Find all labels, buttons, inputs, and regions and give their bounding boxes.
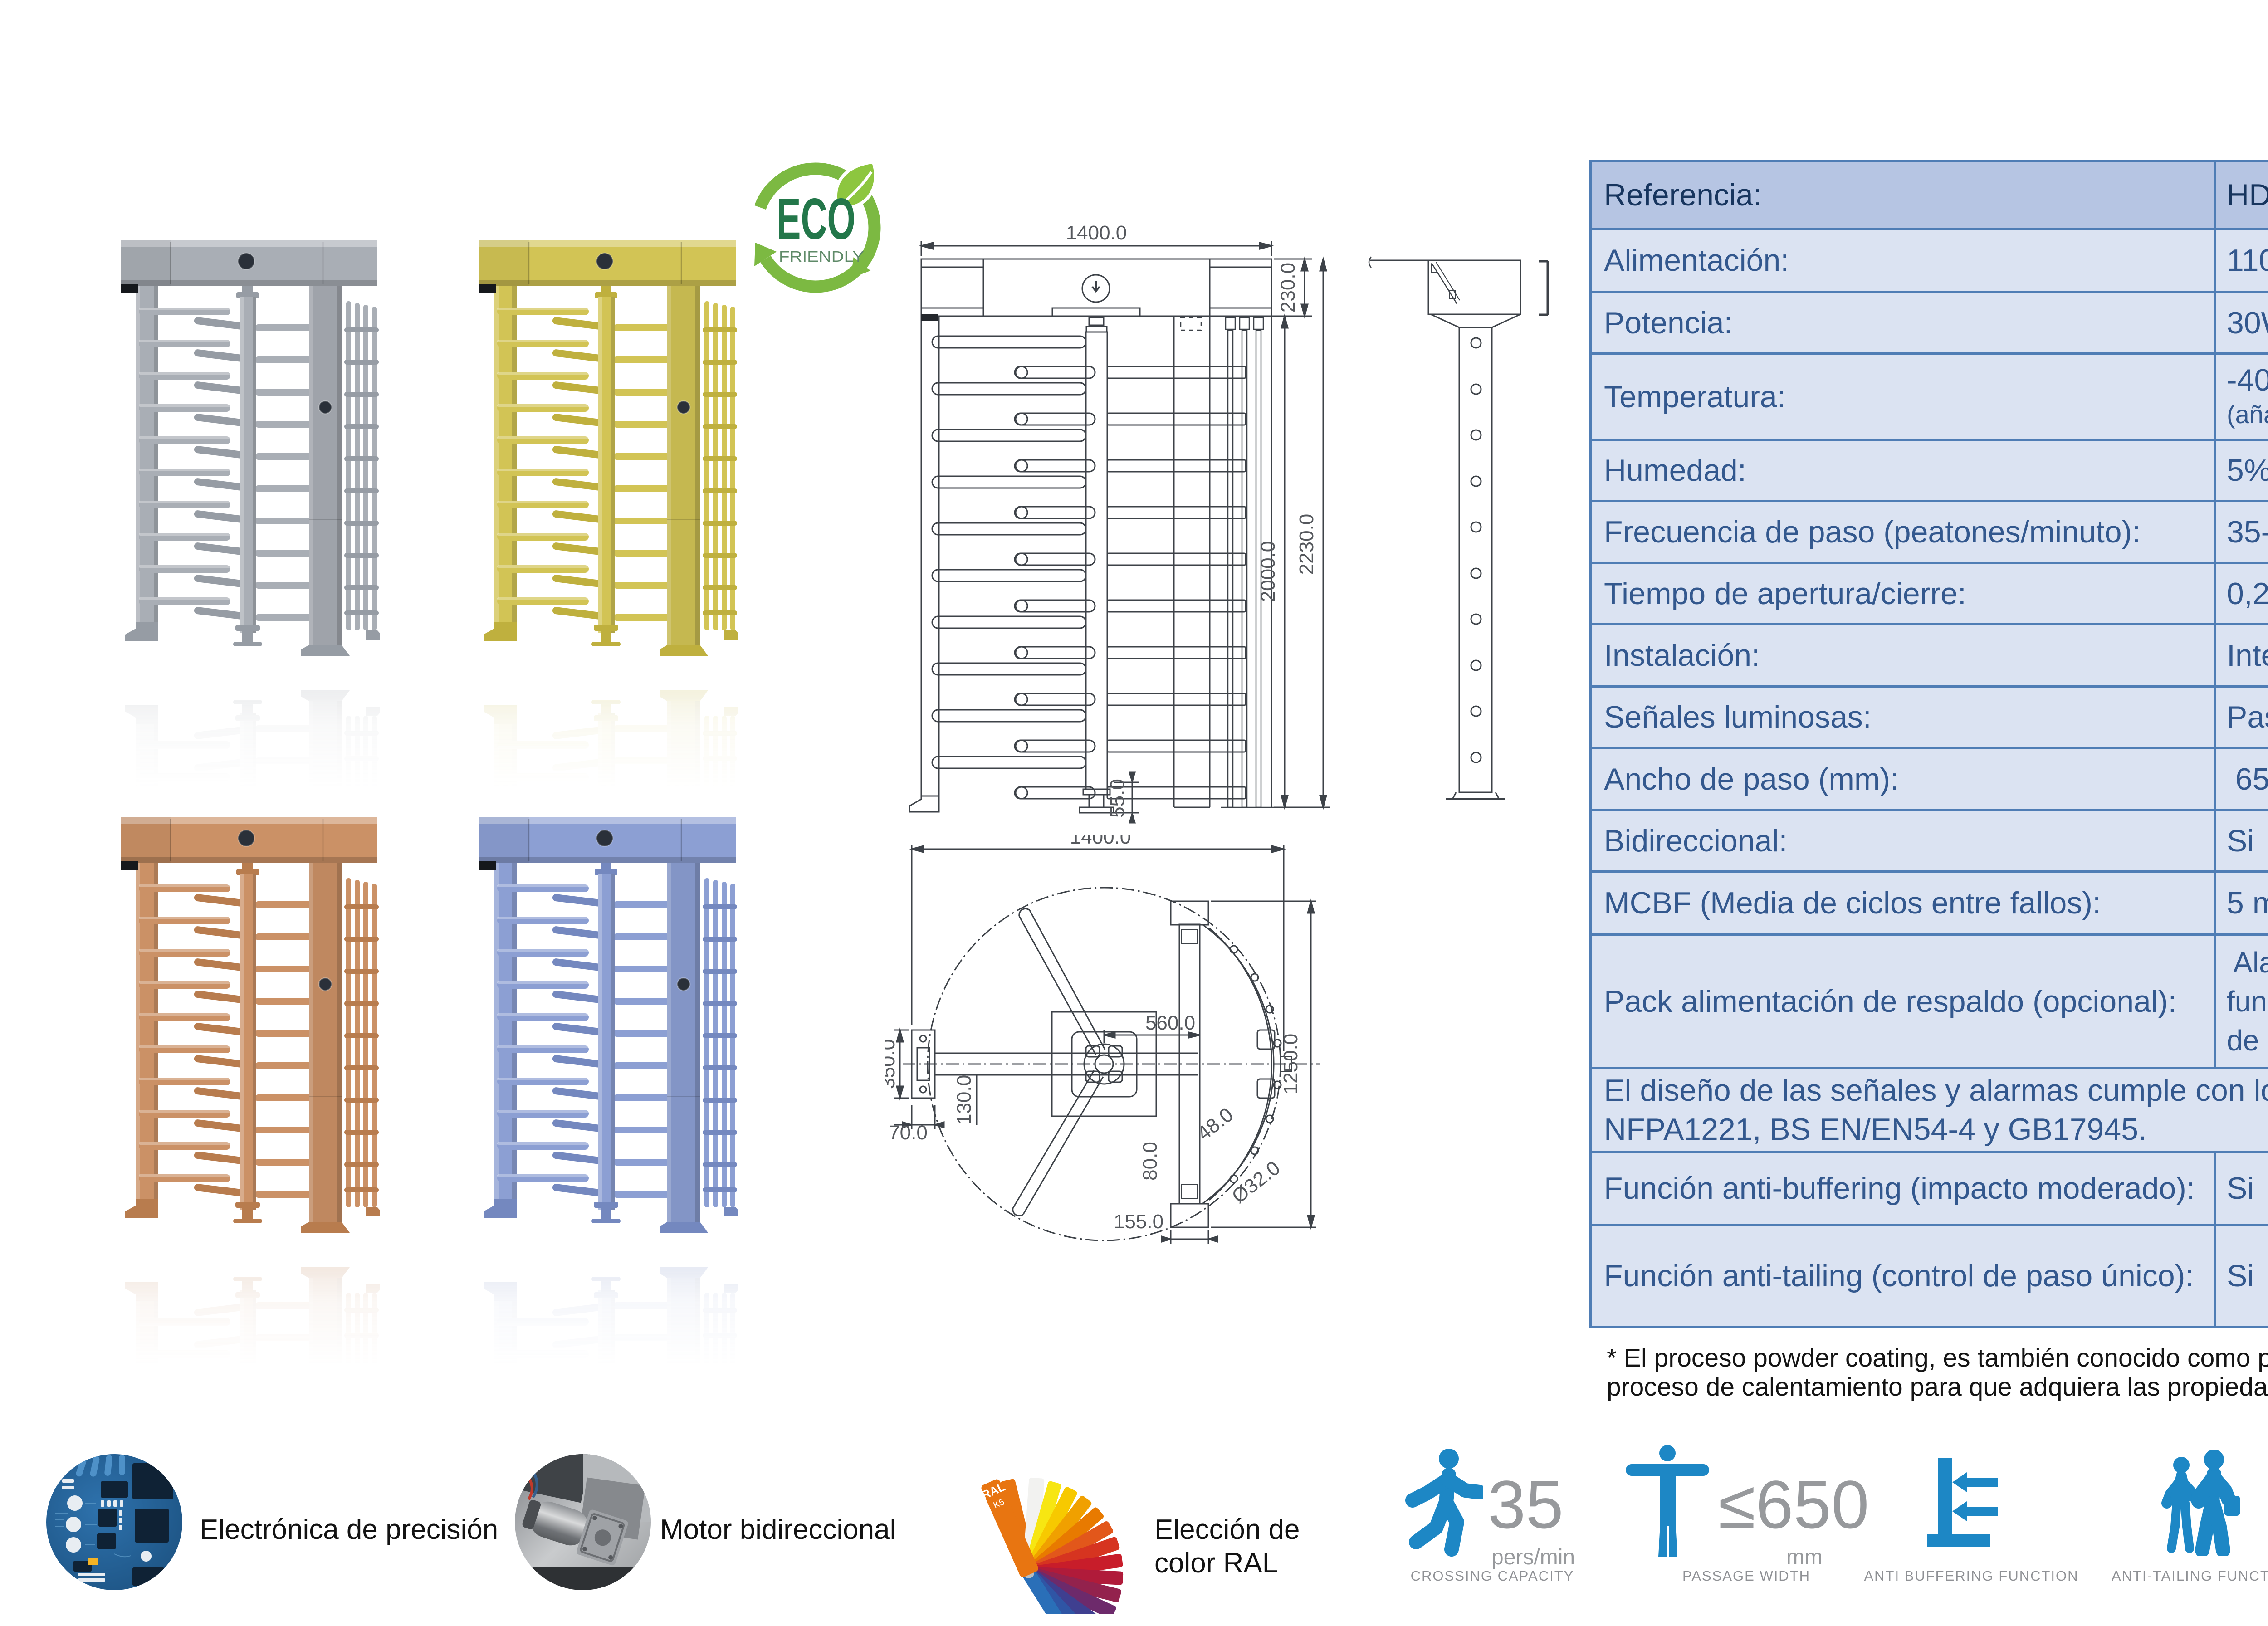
dim-plan-1250: 1250.0 [1280, 1034, 1302, 1095]
spec-value: 110-220 VCA ±10%, 50 Hz [2214, 230, 2268, 291]
product-photo-turnstile-copper [121, 816, 380, 1378]
spec-label: Humedad: [1604, 453, 1746, 488]
dim-plan-70: 70.0 [889, 1122, 928, 1144]
spec-label: Señales luminosas: [1604, 700, 1872, 734]
table-row: Frecuencia de paso (peatones/minuto): 35… [1592, 500, 2268, 562]
passage-width-value: ≤650 [1718, 1466, 1869, 1543]
feature-label-electronics: Electrónica de precisión [200, 1514, 499, 1545]
table-row: MCBF (Media de ciclos entre fallos): 5 m… [1592, 870, 2268, 933]
table-row: Bidireccional: Si [1592, 809, 2268, 870]
dim-plan-width: 1400.0 [1070, 835, 1131, 848]
table-row: Referencia: HDI1000PC [1592, 162, 2268, 228]
drawing-plan-view: 1400.0 560.0 350.0 130.0 70.0 1250.0 48.… [885, 835, 1320, 1244]
capability-caption: CROSSING CAPACITY [1410, 1568, 1574, 1584]
drawing-side-view [1368, 256, 1549, 800]
dim-plan-130: 130.0 [953, 1075, 975, 1125]
dim-plan-80: 80.0 [1139, 1142, 1161, 1181]
spec-value: 0,2 segundos. [2214, 564, 2268, 623]
anti-tailing-icon [2161, 1450, 2240, 1556]
capability-anti-tailing: ANTI-TAILING FUNCTION [2096, 1442, 2268, 1601]
dim-front-total-height: 2230.0 [1295, 514, 1318, 575]
dim-plan-350: 350.0 [885, 1039, 899, 1089]
drawing-front-view: 1400.0 230.0 2000.0 2230.0 55.0 [909, 222, 1330, 824]
spec-label: Ancho de paso (mm): [1604, 762, 1899, 796]
spec-label: Referencia: [1604, 178, 1762, 212]
table-row: El diseño de las señales y alarmas cumpl… [1592, 1067, 2268, 1151]
dim-plan-155: 155.0 [1114, 1211, 1163, 1233]
ral-color-fan: RAL K5 [979, 1477, 1124, 1614]
spec-value: 30W (24V) [2214, 293, 2268, 352]
table-row: Función anti-tailing (control de paso ún… [1592, 1224, 2268, 1326]
capability-caption: ANTI-TAILING FUNCTION [2112, 1568, 2268, 1584]
spec-label: MCBF (Media de ciclos entre fallos): [1604, 886, 2101, 920]
dim-front-header: 230.0 [1277, 263, 1299, 313]
spec-value: -40°C - 80°C(añadiendo el sistema de con… [2214, 355, 2268, 439]
dim-front-width-top: 1400.0 [1066, 222, 1127, 244]
capability-passage-width: ≤650 mm PASSAGE WIDTH [1606, 1442, 1887, 1601]
spec-label: Pack alimentación de respaldo (opcional)… [1604, 984, 2177, 1019]
spec-note: El diseño de las señales y alarmas cumpl… [1604, 1073, 2268, 1147]
spec-label: Instalación: [1604, 638, 1760, 673]
eco-friendly-badge: ECO FRIENDLY [754, 160, 881, 293]
spec-label: Función anti-tailing (control de paso ún… [1604, 1259, 2194, 1293]
spec-label: Temperatura: [1604, 379, 1786, 414]
anti-buffering-icon [1927, 1458, 1998, 1547]
spec-table: Referencia: HDI1000PC Alimentación: 110-… [1589, 160, 2268, 1328]
feature-label-ral: Elección de color RAL [1154, 1514, 1300, 1579]
table-row: Tiempo de apertura/cierre: 0,2 segundos. [1592, 562, 2268, 623]
spec-label: Tiempo de apertura/cierre: [1604, 576, 1966, 611]
table-row: Potencia: 30W (24V) [1592, 291, 2268, 352]
crossing-capacity-unit: pers/min [1491, 1545, 1575, 1569]
circuit-board-photo [46, 1454, 182, 1590]
crossing-capacity-value: 35 [1488, 1466, 1564, 1543]
spec-value: HDI1000PC [2214, 162, 2268, 228]
capability-anti-buffering: ANTI BUFFERING FUNCTION [1853, 1442, 2089, 1601]
table-row: Función anti-buffering (impacto moderado… [1592, 1151, 2268, 1224]
spec-value: Interior y exterior (bajo cubierta) [2214, 625, 2268, 685]
feature-label-motor: Motor bidireccional [660, 1514, 896, 1545]
table-row: Señales luminosas: Paso autorizado o pas… [1592, 685, 2268, 747]
table-row: Alimentación: 110-220 VCA ±10%, 50 Hz [1592, 228, 2268, 291]
capability-caption: PASSAGE WIDTH [1682, 1568, 1811, 1584]
product-photo-turnstile-yellow [479, 239, 738, 801]
table-row: Pack alimentación de respaldo (opcional)… [1592, 933, 2268, 1067]
passage-person-icon [1626, 1445, 1709, 1557]
spec-label: Función anti-buffering (impacto moderado… [1604, 1171, 2195, 1206]
spec-value: 5 millones de ciclos. [2214, 873, 2268, 933]
table-row: Humedad: 5%-90% [1592, 439, 2268, 500]
table-row: Temperatura: -40°C - 80°C(añadiendo el s… [1592, 352, 2268, 439]
spec-value: Alarmas: Fallo de CA, batería baja/anorm… [2214, 936, 2268, 1067]
product-photo-turnstile-blue [479, 816, 738, 1378]
dim-front-inner-height: 2000.0 [1257, 541, 1279, 602]
spec-value: Paso autorizado o paso restringido [2214, 688, 2268, 747]
spec-value: Si [2214, 811, 2268, 870]
passage-width-unit: mm [1786, 1545, 1823, 1569]
dim-plan-560: 560.0 [1145, 1012, 1195, 1034]
spec-value: 35-45 personas [2214, 502, 2268, 562]
spec-value: Si [2214, 1226, 2268, 1326]
footnote: * El proceso powder coating, es también … [1607, 1343, 2268, 1401]
capability-caption: ANTI BUFFERING FUNCTION [1864, 1568, 2079, 1584]
leaf-icon [834, 160, 877, 209]
capability-crossing-capacity: 35 pers/min CROSSING CAPACITY [1397, 1442, 1588, 1601]
spec-label: Bidireccional: [1604, 824, 1788, 858]
spec-label: Frecuencia de paso (peatones/minuto): [1604, 515, 2141, 549]
spec-value: 5%-90% [2214, 441, 2268, 500]
spec-value: Si [2214, 1153, 2268, 1224]
eco-badge-text: ECO [777, 187, 855, 252]
table-row: Instalación: Interior y exterior (bajo c… [1592, 623, 2268, 685]
eco-badge-subtext: FRIENDLY [779, 248, 864, 265]
product-photo-turnstile-gray [121, 239, 380, 801]
walking-person-icon [1405, 1449, 1483, 1557]
spec-label: Potencia: [1604, 305, 1733, 340]
dim-front-hub: 55.0 [1106, 779, 1129, 818]
motor-photo [515, 1454, 651, 1590]
spec-label: Alimentación: [1604, 243, 1789, 278]
